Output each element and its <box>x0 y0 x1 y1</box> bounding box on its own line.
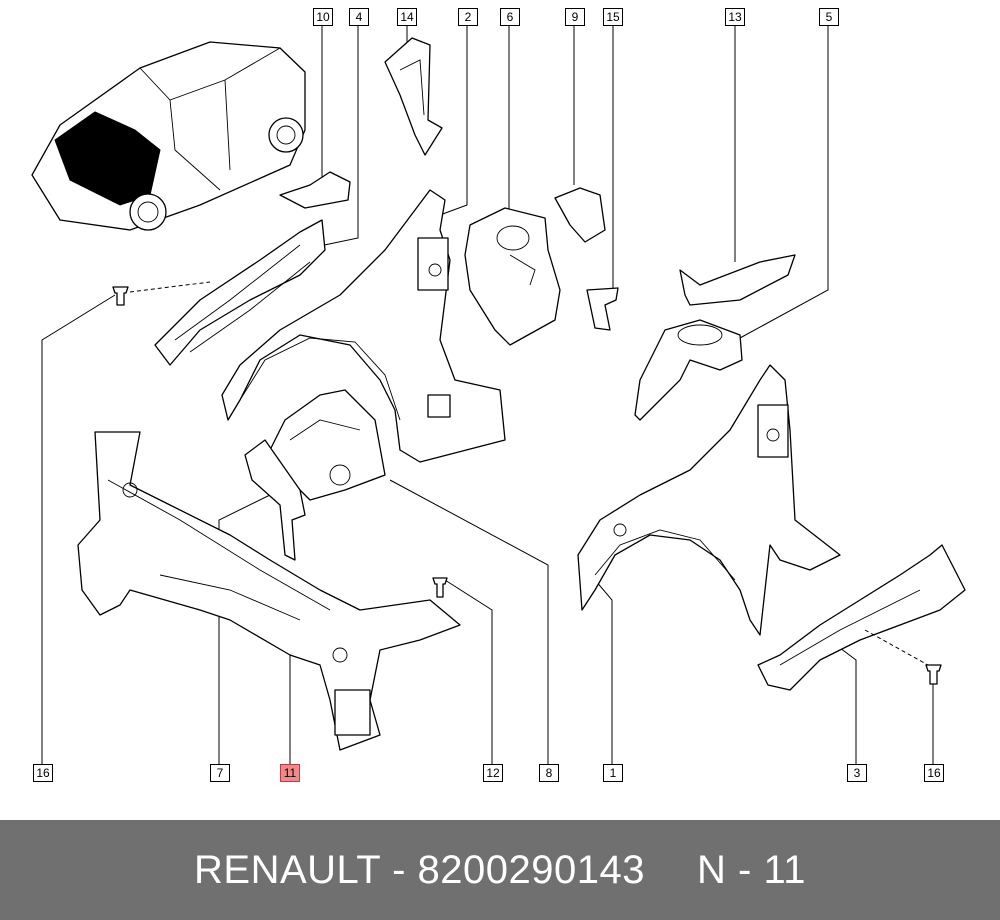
part-9-bracket <box>554 187 606 243</box>
callout-4: 4 <box>349 8 369 26</box>
callout-13: 13 <box>725 8 745 26</box>
callout-2: 2 <box>458 8 478 26</box>
part-3-lower-rail <box>757 544 966 691</box>
callout-9: 9 <box>565 8 585 26</box>
callout-8: 8 <box>539 764 559 782</box>
callout-16-right: 16 <box>924 764 944 782</box>
parts-diagram <box>31 24 966 764</box>
part-6-suspension-tower <box>464 207 561 346</box>
part-8-wheelhouse <box>269 389 386 501</box>
part-7-bracket <box>244 439 306 561</box>
callout-5: 5 <box>819 8 839 26</box>
callout-6: 6 <box>500 8 520 26</box>
part-14-bracket <box>384 37 443 156</box>
part-13-brace <box>679 254 796 306</box>
callout-16-left: 16 <box>33 764 53 782</box>
part-5-suspension-tower-right <box>634 319 743 421</box>
part-1-wing-panel-right <box>577 364 841 636</box>
bolt-16-left <box>112 281 211 306</box>
callout-15: 15 <box>603 8 623 26</box>
callout-11-highlighted: 11 <box>280 764 300 782</box>
car-overview-illustration <box>31 41 306 231</box>
part-15-bracket <box>586 287 619 331</box>
callout-14: 14 <box>397 8 417 26</box>
callout-10: 10 <box>313 8 333 26</box>
callout-1: 1 <box>603 764 623 782</box>
part-11-front-crossmember <box>77 431 461 751</box>
bolt-16-right <box>864 629 942 685</box>
part-10-bracket <box>279 171 351 209</box>
callout-7: 7 <box>210 764 230 782</box>
callout-3: 3 <box>847 764 867 782</box>
part-2-wing-panel <box>221 189 506 463</box>
footer-bar: RENAULT - 8200290143 N - 11 <box>0 820 1000 920</box>
leader-lines-bottom <box>41 294 934 764</box>
part-4-upper-rail <box>154 219 326 366</box>
leader-lines-top <box>309 24 829 339</box>
bolt-12 <box>432 577 448 598</box>
footer-brand-part-number: RENAULT - 8200290143 <box>194 847 646 892</box>
footer-diagram-ref: N - 11 <box>697 847 806 892</box>
callout-12: 12 <box>483 764 503 782</box>
